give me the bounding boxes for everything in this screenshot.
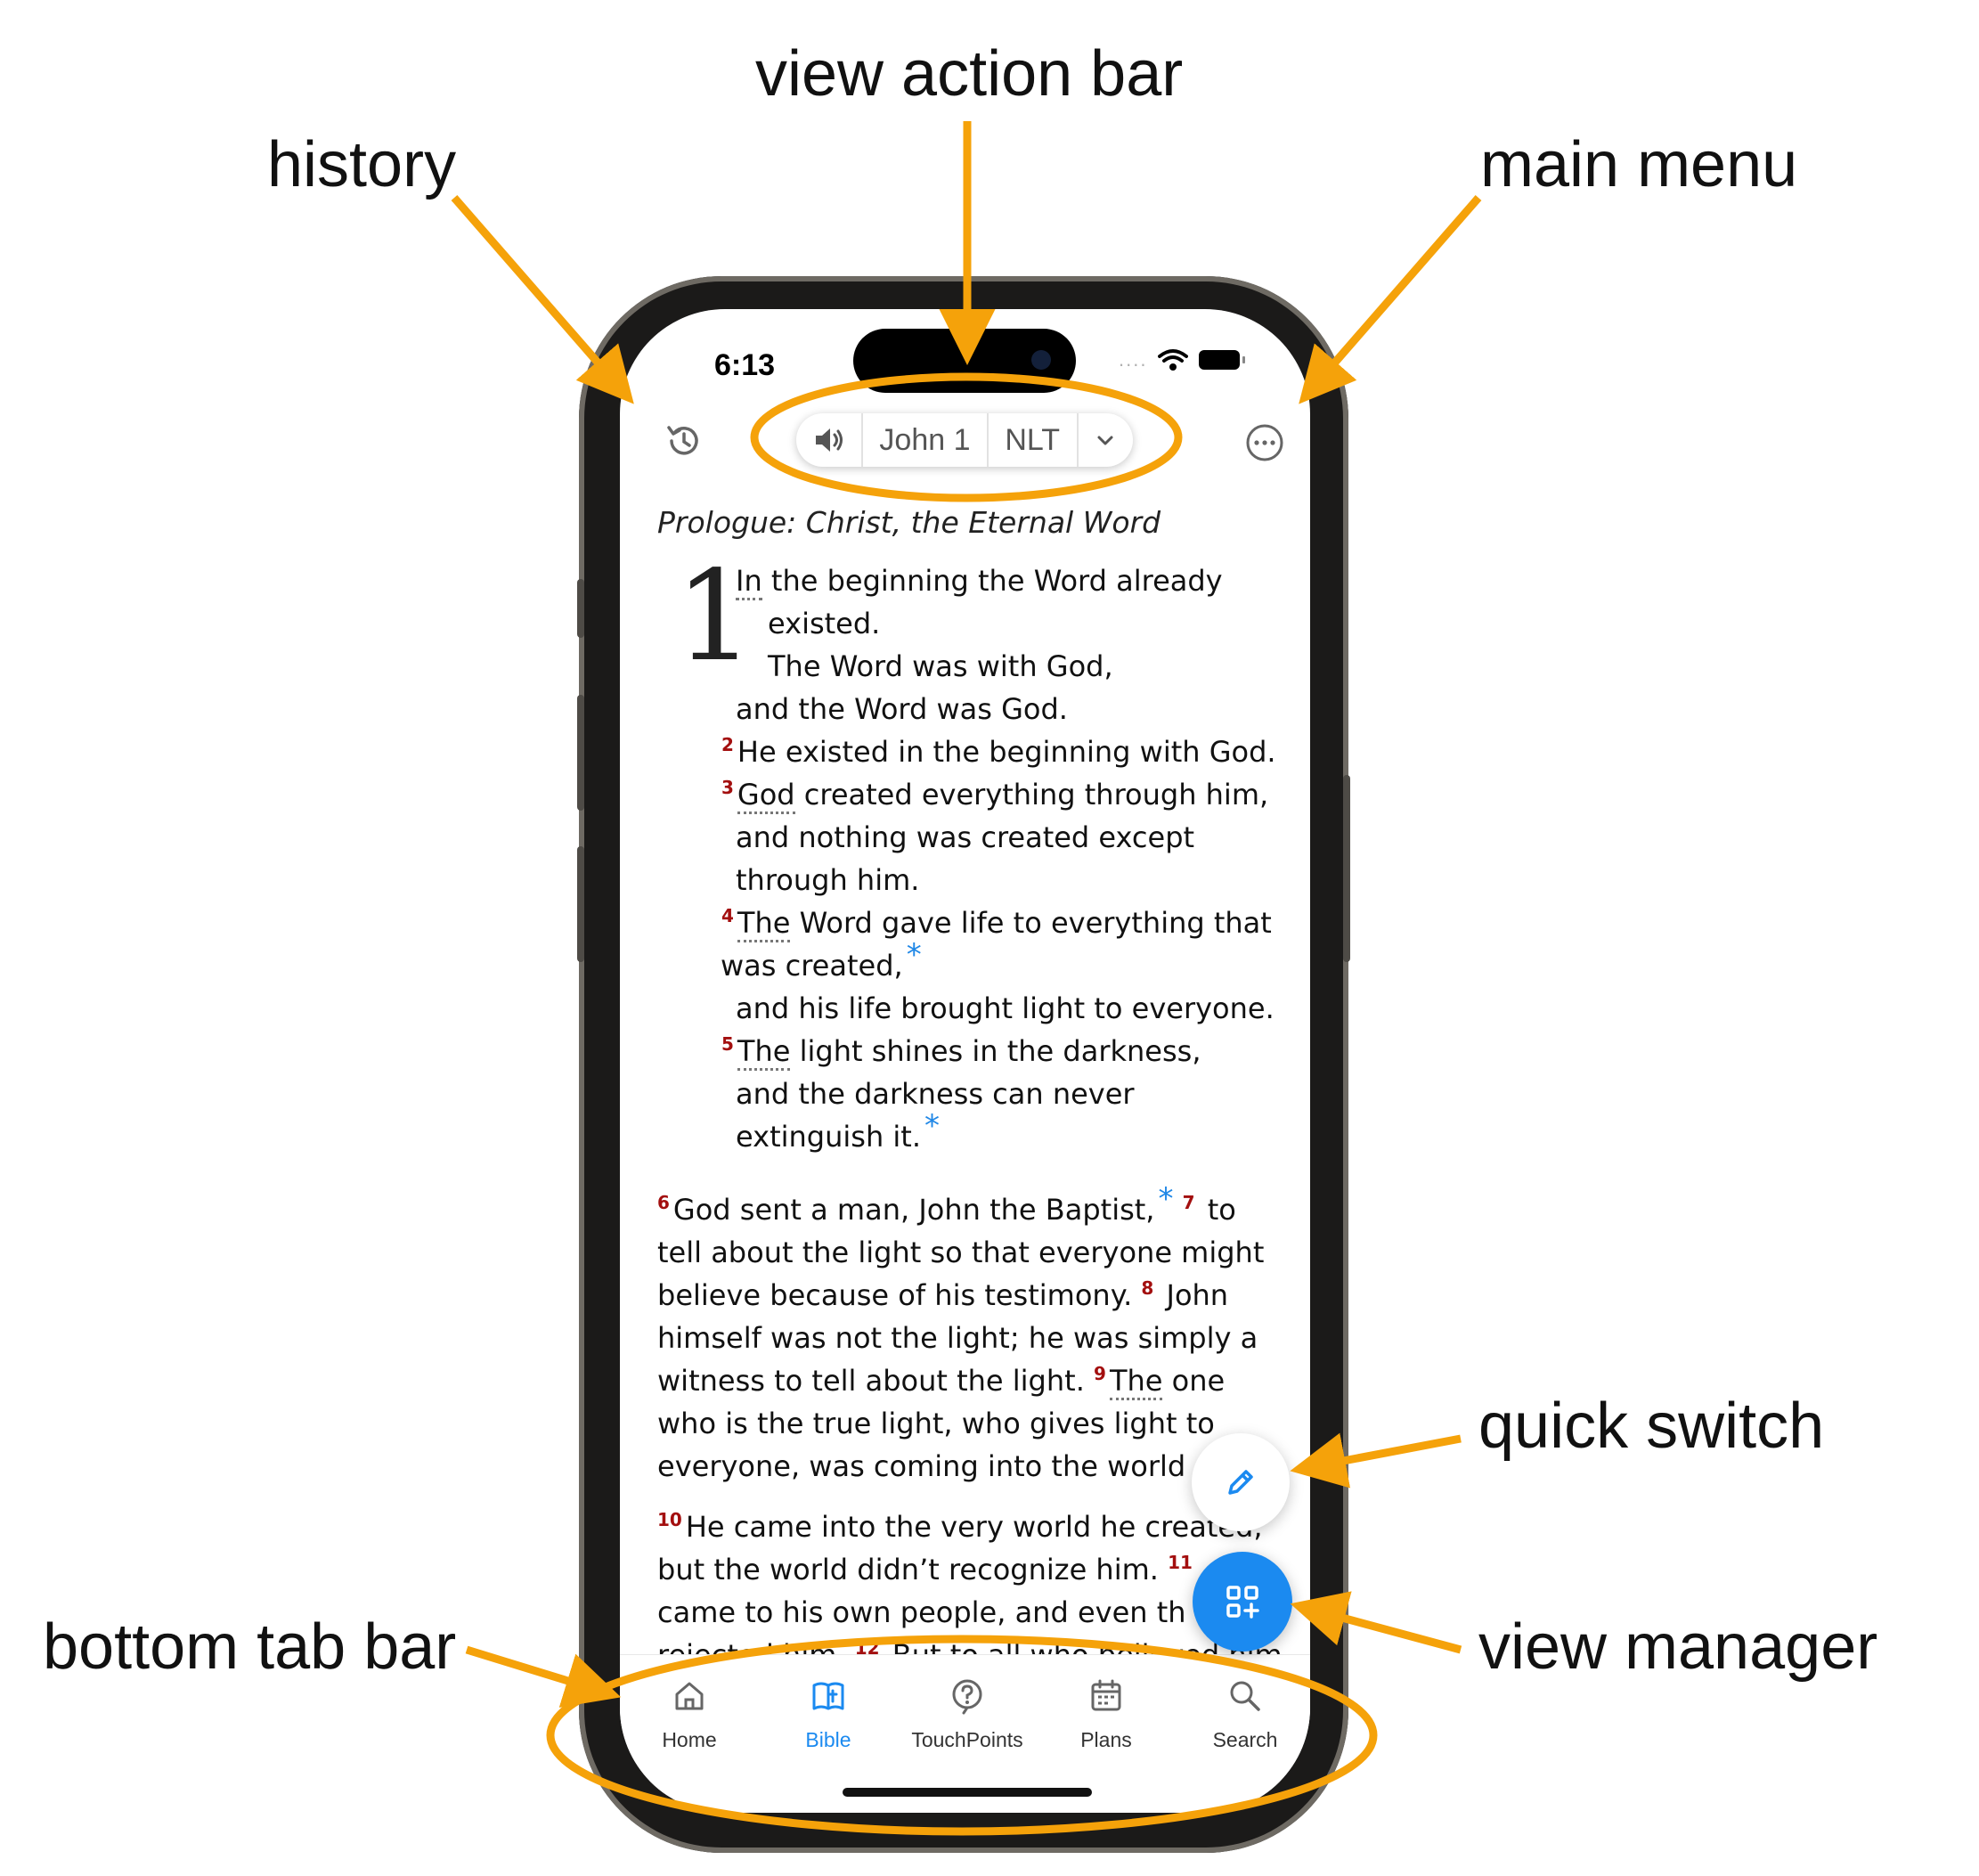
text-line: came to his own people, and even th bbox=[657, 1595, 1186, 1629]
cross-ref-link[interactable]: In bbox=[736, 564, 762, 600]
tab-label: Bible bbox=[805, 1728, 851, 1751]
battery-icon bbox=[1199, 350, 1246, 370]
camera-icon bbox=[1031, 350, 1051, 370]
callout-history: history bbox=[267, 129, 457, 200]
calendar-icon bbox=[1091, 1679, 1121, 1711]
question-icon bbox=[952, 1679, 982, 1715]
tab-label: TouchPoints bbox=[911, 1728, 1023, 1751]
audio-button[interactable] bbox=[796, 413, 864, 467]
verse-5-line: extinguish it.* bbox=[736, 1108, 940, 1154]
wifi-icon bbox=[1158, 349, 1189, 371]
chapter-number: 1 bbox=[675, 544, 755, 689]
tab-home[interactable]: Home bbox=[627, 1671, 752, 1752]
callout-view-manager: view manager bbox=[1478, 1611, 1878, 1683]
tab-bible[interactable]: Bible bbox=[766, 1671, 891, 1752]
phone-screen: 6:13 .... John 1 NLT bbox=[620, 309, 1310, 1813]
cross-ref-link[interactable]: God bbox=[737, 778, 795, 814]
footnote-marker[interactable]: * bbox=[906, 937, 922, 974]
cross-ref-link[interactable]: The bbox=[737, 1034, 791, 1071]
tab-touchpoints[interactable]: TouchPoints bbox=[905, 1671, 1030, 1752]
signal-icon: .... bbox=[1119, 348, 1148, 371]
verse-4-line: was created,* bbox=[721, 937, 922, 983]
text-line: tell about the light so that everyone mi… bbox=[657, 1236, 1265, 1269]
verse-number: 5 bbox=[721, 1033, 734, 1056]
grid-plus-icon bbox=[1226, 1586, 1259, 1619]
home-icon bbox=[675, 1682, 704, 1710]
cross-ref-link[interactable]: The bbox=[1109, 1364, 1163, 1400]
verse-3-line: through him. bbox=[736, 863, 920, 897]
callout-view-action-bar: view action bar bbox=[755, 38, 1184, 110]
history-icon bbox=[667, 426, 698, 455]
tab-label: Plans bbox=[1080, 1728, 1132, 1751]
callout-main-menu: main menu bbox=[1480, 129, 1798, 200]
cross-ref-link[interactable]: The bbox=[737, 906, 791, 942]
verse-3-line: and nothing was created except bbox=[736, 820, 1195, 854]
history-button[interactable] bbox=[657, 414, 711, 468]
power-button bbox=[1343, 775, 1350, 962]
text-line: everyone, was coming into the world bbox=[657, 1449, 1186, 1483]
view-action-bar: John 1 NLT bbox=[796, 413, 1133, 467]
chevron-down-icon bbox=[1097, 436, 1113, 445]
verse-4-line: and his life brought light to everyone. bbox=[736, 991, 1275, 1025]
verse-1-line: existed. bbox=[768, 607, 881, 640]
version-button[interactable]: NLT bbox=[989, 413, 1079, 467]
status-icons: .... bbox=[1119, 348, 1246, 371]
verse-5-line: and the darkness can never bbox=[736, 1077, 1135, 1111]
callout-quick-switch: quick switch bbox=[1478, 1391, 1825, 1462]
volume-up-button bbox=[577, 695, 584, 811]
section-heading: Prologue: Christ, the Eternal Word bbox=[657, 505, 1161, 540]
callout-bottom-tab-bar: bottom tab bar bbox=[43, 1611, 457, 1683]
home-indicator bbox=[843, 1788, 1092, 1797]
tab-search[interactable]: Search bbox=[1183, 1671, 1307, 1752]
side-button bbox=[577, 579, 584, 638]
text-line: himself was not the light; he was simply… bbox=[657, 1321, 1258, 1355]
tab-label: Home bbox=[662, 1728, 717, 1751]
verse-number: 4 bbox=[721, 905, 734, 927]
verse-1: In the beginning the Word already bbox=[657, 559, 1281, 602]
bible-text: Prologue: Christ, the Eternal Word 1 In … bbox=[657, 505, 1283, 1676]
pencil-icon bbox=[1228, 1470, 1253, 1495]
verse-number: 2 bbox=[721, 734, 734, 756]
verse-1-line: and the Word was God. bbox=[736, 692, 1068, 726]
view-manager-button[interactable] bbox=[1193, 1552, 1292, 1652]
reference-button[interactable]: John 1 bbox=[863, 413, 989, 467]
text-line: believe because of his testimony. 8 John bbox=[657, 1277, 1229, 1312]
volume-down-button bbox=[577, 846, 584, 962]
status-time: 6:13 bbox=[714, 348, 776, 382]
search-icon bbox=[1230, 1681, 1260, 1711]
speaker-icon bbox=[815, 428, 843, 452]
text-line: who is the true light, who gives light t… bbox=[657, 1407, 1215, 1440]
dropdown-button[interactable] bbox=[1079, 413, 1133, 467]
tab-label: Search bbox=[1212, 1728, 1278, 1751]
verse-number: 3 bbox=[721, 777, 734, 799]
quick-switch-button[interactable] bbox=[1192, 1433, 1290, 1531]
bible-icon bbox=[812, 1682, 844, 1710]
main-menu-button[interactable] bbox=[1238, 416, 1291, 469]
dynamic-island bbox=[853, 329, 1076, 393]
verse-1-line: The Word was with God, bbox=[768, 649, 1113, 683]
tab-plans[interactable]: Plans bbox=[1044, 1671, 1169, 1752]
footnote-marker[interactable]: * bbox=[924, 1108, 940, 1145]
footnote-marker[interactable]: * bbox=[1158, 1181, 1174, 1218]
more-icon bbox=[1246, 424, 1283, 461]
text-line: but the world didn’t recognize him. 11 bbox=[657, 1552, 1193, 1586]
